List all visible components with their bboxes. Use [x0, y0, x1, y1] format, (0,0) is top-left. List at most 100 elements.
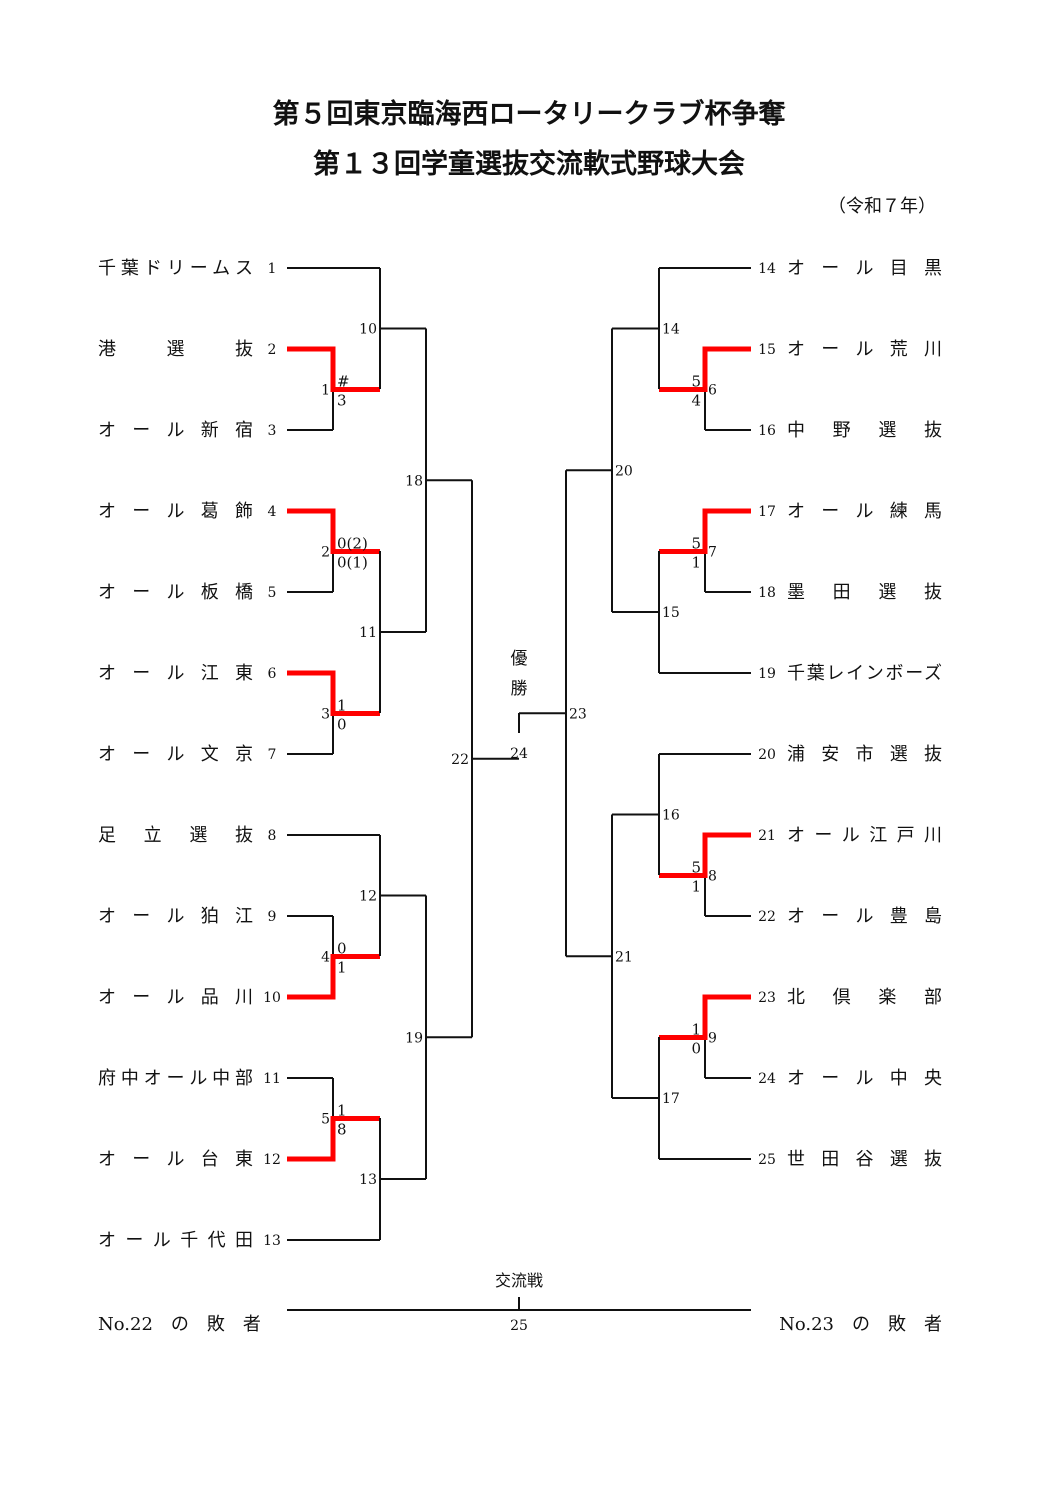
team-number: 2 [268, 342, 277, 358]
team-name: オール葛飾 [98, 501, 253, 522]
score: 4 [691, 392, 701, 410]
match-number: 23 [569, 706, 587, 722]
match-number: 24 [510, 746, 528, 762]
team-name: 千葉ドリームス [98, 258, 253, 279]
score: 3 [337, 392, 347, 410]
team-number: 7 [268, 747, 277, 763]
team-number: 21 [758, 828, 776, 844]
team-name: 墨田選抜 [787, 582, 942, 603]
match-number: 2 [321, 545, 330, 561]
match-number: 19 [405, 1030, 423, 1046]
winner-path [287, 954, 380, 1000]
score: 0 [337, 940, 347, 958]
winner-path [287, 508, 380, 554]
team-number: 23 [758, 990, 776, 1006]
winner-path [659, 832, 751, 878]
match-number: 15 [662, 605, 680, 621]
score: 1 [337, 959, 347, 977]
team-number: 18 [758, 585, 776, 601]
team-name: オール目黒 [787, 258, 942, 279]
score: 0(1) [337, 554, 368, 572]
team-number: 22 [758, 909, 776, 925]
match-number: 14 [662, 322, 680, 338]
team-name: オール練馬 [787, 501, 942, 522]
team-number: 24 [758, 1071, 776, 1087]
team-name: 世田谷選抜 [787, 1149, 942, 1170]
team-name: 浦安市選抜 [787, 744, 942, 765]
champion-label: 勝 [511, 679, 528, 699]
score: 8 [337, 1121, 347, 1139]
team-number: 8 [268, 828, 277, 844]
match-number: 25 [510, 1318, 528, 1334]
team-name: オール江戸川 [787, 825, 942, 846]
winner-path [287, 346, 380, 392]
match-number: 3 [321, 707, 330, 723]
match-number: 20 [615, 463, 633, 479]
team-name: オール千代田 [98, 1230, 253, 1251]
match-number: 17 [662, 1091, 680, 1107]
score: 1 [691, 878, 701, 896]
score: 5 [691, 859, 701, 877]
tournament-subtitle: 第１３回学童選抜交流軟式野球大会 [313, 149, 745, 180]
year-label: （令和７年） [828, 196, 936, 217]
team-number: 17 [758, 504, 776, 520]
team-name: オール品川 [98, 987, 253, 1008]
team-number: 13 [263, 1233, 281, 1249]
match-number: 4 [321, 950, 330, 966]
team-number: 11 [263, 1071, 281, 1087]
score: # [337, 373, 350, 391]
match-number: 7 [708, 545, 717, 561]
team-name: 北倶楽部 [787, 987, 942, 1008]
winner-path [287, 670, 380, 716]
match-number: 13 [359, 1172, 377, 1188]
score: 0(2) [337, 535, 368, 553]
winner-path [659, 508, 751, 554]
team-name: 府中オール中部 [98, 1068, 253, 1089]
match-number: 8 [708, 869, 717, 885]
team-name: オール中央 [787, 1068, 942, 1089]
team-name: 千葉レインボーズ [787, 663, 942, 684]
team-name: 足立選抜 [98, 825, 253, 846]
match-number: 6 [708, 383, 717, 399]
winner-path [659, 994, 751, 1040]
team-name: オール豊島 [787, 906, 942, 927]
team-number: 15 [758, 342, 776, 358]
team-number: 9 [268, 909, 277, 925]
match-number: 22 [451, 752, 469, 768]
match-number: 21 [615, 949, 633, 965]
score: 1 [691, 554, 701, 572]
team-number: 1 [268, 261, 277, 277]
exchange-label: 交流戦 [495, 1271, 543, 1290]
score: 0 [337, 716, 347, 734]
team-number: 4 [268, 504, 277, 520]
score: 0 [691, 1040, 701, 1058]
exchange-left-team: No.22 の 敗 者 [98, 1314, 261, 1335]
tournament-title: 第５回東京臨海西ロータリークラブ杯争奪 [272, 99, 786, 130]
score: 1 [337, 1102, 347, 1120]
team-name: オール荒川 [787, 339, 942, 360]
team-number: 14 [758, 261, 776, 277]
winner-path [287, 1116, 380, 1162]
champion-label: 優 [511, 649, 528, 669]
team-number: 16 [758, 423, 776, 439]
winner-path [659, 346, 751, 392]
team-number: 3 [268, 423, 277, 439]
team-number: 20 [758, 747, 776, 763]
match-number: 12 [359, 889, 377, 905]
team-name: オール板橋 [98, 582, 253, 603]
team-number: 12 [263, 1152, 281, 1168]
team-name: オール文京 [98, 744, 253, 765]
team-name: 港 選 抜 [98, 339, 253, 360]
exchange-right-team: No.23 の 敗 者 [779, 1314, 942, 1335]
match-number: 9 [708, 1031, 717, 1047]
match-number: 16 [662, 808, 680, 824]
team-number: 19 [758, 666, 776, 682]
score: 5 [691, 373, 701, 391]
score: 1 [691, 1021, 701, 1039]
team-name: オール江東 [98, 663, 253, 684]
team-name: オール狛江 [98, 906, 253, 927]
match-number: 5 [321, 1112, 330, 1128]
team-name: オール台東 [98, 1149, 253, 1170]
match-number: 1 [321, 383, 330, 399]
